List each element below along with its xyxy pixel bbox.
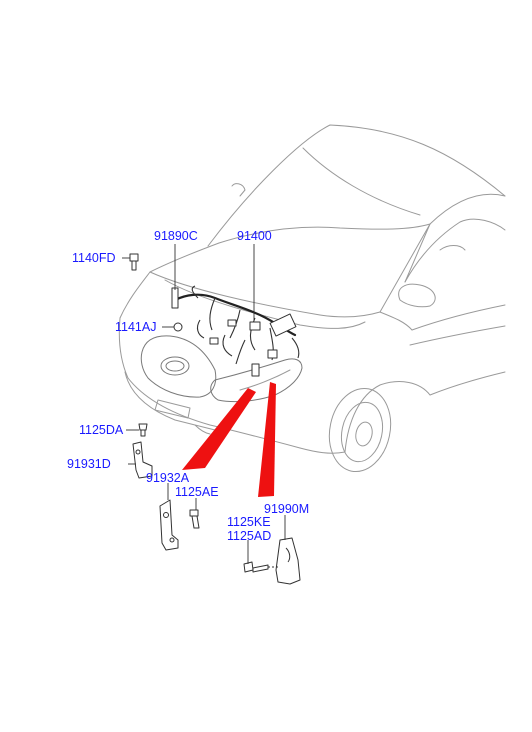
bolt-1140fd-part	[129, 253, 139, 271]
part-label-1125ad: 1125AD	[227, 529, 272, 543]
part-label-91400: 91400	[237, 229, 272, 243]
bracket-91990m-part	[275, 537, 301, 585]
part-label-1125da: 1125DA	[79, 423, 124, 437]
part-label-91932a: 91932A	[146, 471, 190, 485]
screw-1125da-part	[138, 423, 148, 437]
bracket-91931d-part	[132, 441, 153, 479]
bracket-91890c-part	[171, 287, 179, 309]
part-label-1125ke: 1125KE	[227, 515, 271, 529]
part-label-1125ae: 1125AE	[175, 485, 219, 499]
clip-1141aj-part	[173, 322, 183, 332]
harness-assembly	[173, 285, 300, 377]
bracket-91932a-part	[159, 499, 179, 551]
part-label-91990m: 91990M	[264, 502, 310, 516]
callout-91932a	[182, 388, 256, 470]
leader-lines	[122, 244, 286, 568]
part-label-91890c: 91890C	[154, 229, 198, 243]
part-label-1140fd: 1140FD	[72, 251, 116, 265]
part-label-91931d: 91931D	[67, 457, 111, 471]
part-label-1141aj: 1141AJ	[115, 320, 157, 334]
callout-91990m	[258, 382, 276, 497]
screw-1125ae-part	[189, 509, 200, 529]
screw-1125ke-part	[243, 561, 269, 573]
